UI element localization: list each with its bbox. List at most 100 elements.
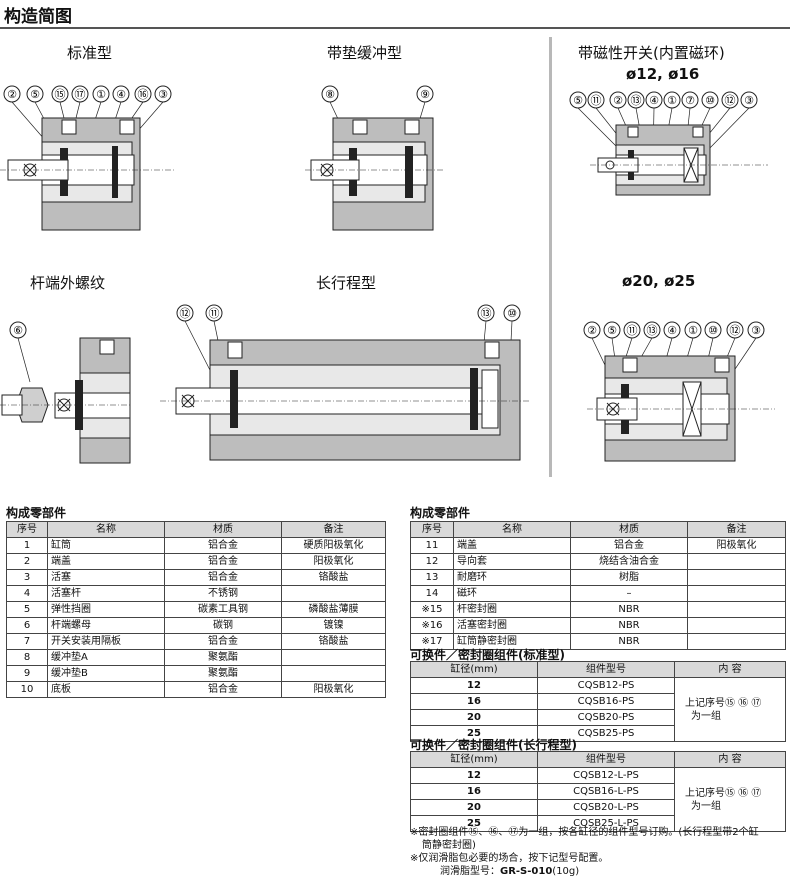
col-header: 备注 [687,521,786,538]
drawing-cushion: ⑧ ⑨ [305,85,445,231]
callout: ⑬ [481,307,492,320]
callout: ⑥ [13,324,23,337]
callout: ⑰ [75,88,86,101]
parts-left-title: 构成零部件 [6,506,67,520]
callout: ② [587,324,597,337]
caption-cushion: 带垫缓冲型 [327,44,403,62]
callout: ⑤ [607,324,617,337]
callout: ⑦ [685,94,695,107]
callout: ⑤ [573,94,583,107]
drawing-large: ② ⑤ ⑪ ⑬ ④ ① ⑩ ⑫ ③ [583,321,775,462]
callout: ③ [744,94,754,107]
caption-magnetic-sizes: ø12, ø16 [626,65,700,83]
callout: ⑤ [30,88,40,101]
caption-standard: 标准型 [67,44,113,62]
callout: ⑮ [55,88,66,101]
col-header: 备注 [281,521,386,538]
col-header: 内 容 [674,661,786,678]
col-header: 组件型号 [537,661,675,678]
callout: ⑩ [708,324,718,337]
seal-standard-title: 可换件／密封圈组件(标准型) [410,648,565,662]
callout: ⑬ [631,94,642,107]
callout: ⑫ [180,307,191,320]
callout: ⑯ [138,88,149,101]
callout: ⑪ [627,324,638,337]
callout: ④ [649,94,659,107]
seal-long-title: 可换件／密封圈组件(长行程型) [410,738,577,752]
col-header: 缸径(mm) [410,751,538,768]
callout: ⑫ [730,324,741,337]
callout: ⑬ [647,324,658,337]
col-header: 缸径(mm) [410,661,538,678]
callout: ⑪ [209,307,220,320]
seal-long-content: 上记序号⑮ ⑯ ⑰ 为一组 [674,767,786,832]
col-header: 组件型号 [537,751,675,768]
note-seal-kit: ※密封圈组件⑮、⑯、⑰为一组，按各缸径的组件型号订购。(长行程型带2个缸 [410,827,759,838]
callout: ⑨ [420,88,430,101]
callout: ③ [751,324,761,337]
drawing-male-thread: ⑥ [0,321,131,464]
callout: ⑫ [725,94,736,107]
callout: ④ [116,88,126,101]
col-header: 材质 [164,521,282,538]
callout: ① [667,94,677,107]
callout: ② [613,94,623,107]
title-rule [0,27,790,29]
col-header: 序号 [6,521,48,538]
section-title: 构造简图 [4,7,72,27]
col-header: 内 容 [674,751,786,768]
seal-standard-content: 上记序号⑮ ⑯ ⑰ 为一组 [674,677,786,742]
caption-long-stroke: 长行程型 [316,274,377,292]
callout: ⑪ [591,94,602,107]
note-grease-model: 润滑脂型号：GR-S-010(10g) [440,866,580,877]
caption-male-thread: 杆端外螺纹 [30,274,106,292]
col-header: 名称 [47,521,165,538]
callout: ⑧ [325,88,335,101]
parts-right-title: 构成零部件 [410,506,471,520]
note-seal-kit-cont: 筒静密封圈) [422,840,476,851]
col-header: 名称 [453,521,571,538]
callout: ⑩ [507,307,517,320]
drawing-magnetic: ⑤ ⑪ ② ⑬ ④ ① ⑦ ⑩ ⑫ ③ [569,91,768,196]
callout: ⑩ [705,94,715,107]
drawing-long-stroke: ⑫ ⑪ ⑬ ⑩ [160,304,530,461]
drawing-standard: ② ⑤ ⑮ ⑰ ① ④ ⑯ ③ [0,85,175,231]
divider-vertical [549,37,552,477]
caption-magnetic: 带磁性开关(内置磁环) [578,44,725,62]
caption-large-sizes: ø20, ø25 [622,272,696,290]
col-header: 材质 [570,521,688,538]
callout: ① [688,324,698,337]
callout: ④ [667,324,677,337]
note-grease: ※仅润滑脂包必要的场合，按下记型号配置。 [410,853,609,864]
callout: ② [7,88,17,101]
callout: ③ [158,88,168,101]
col-header: 序号 [410,521,454,538]
callout: ① [96,88,106,101]
